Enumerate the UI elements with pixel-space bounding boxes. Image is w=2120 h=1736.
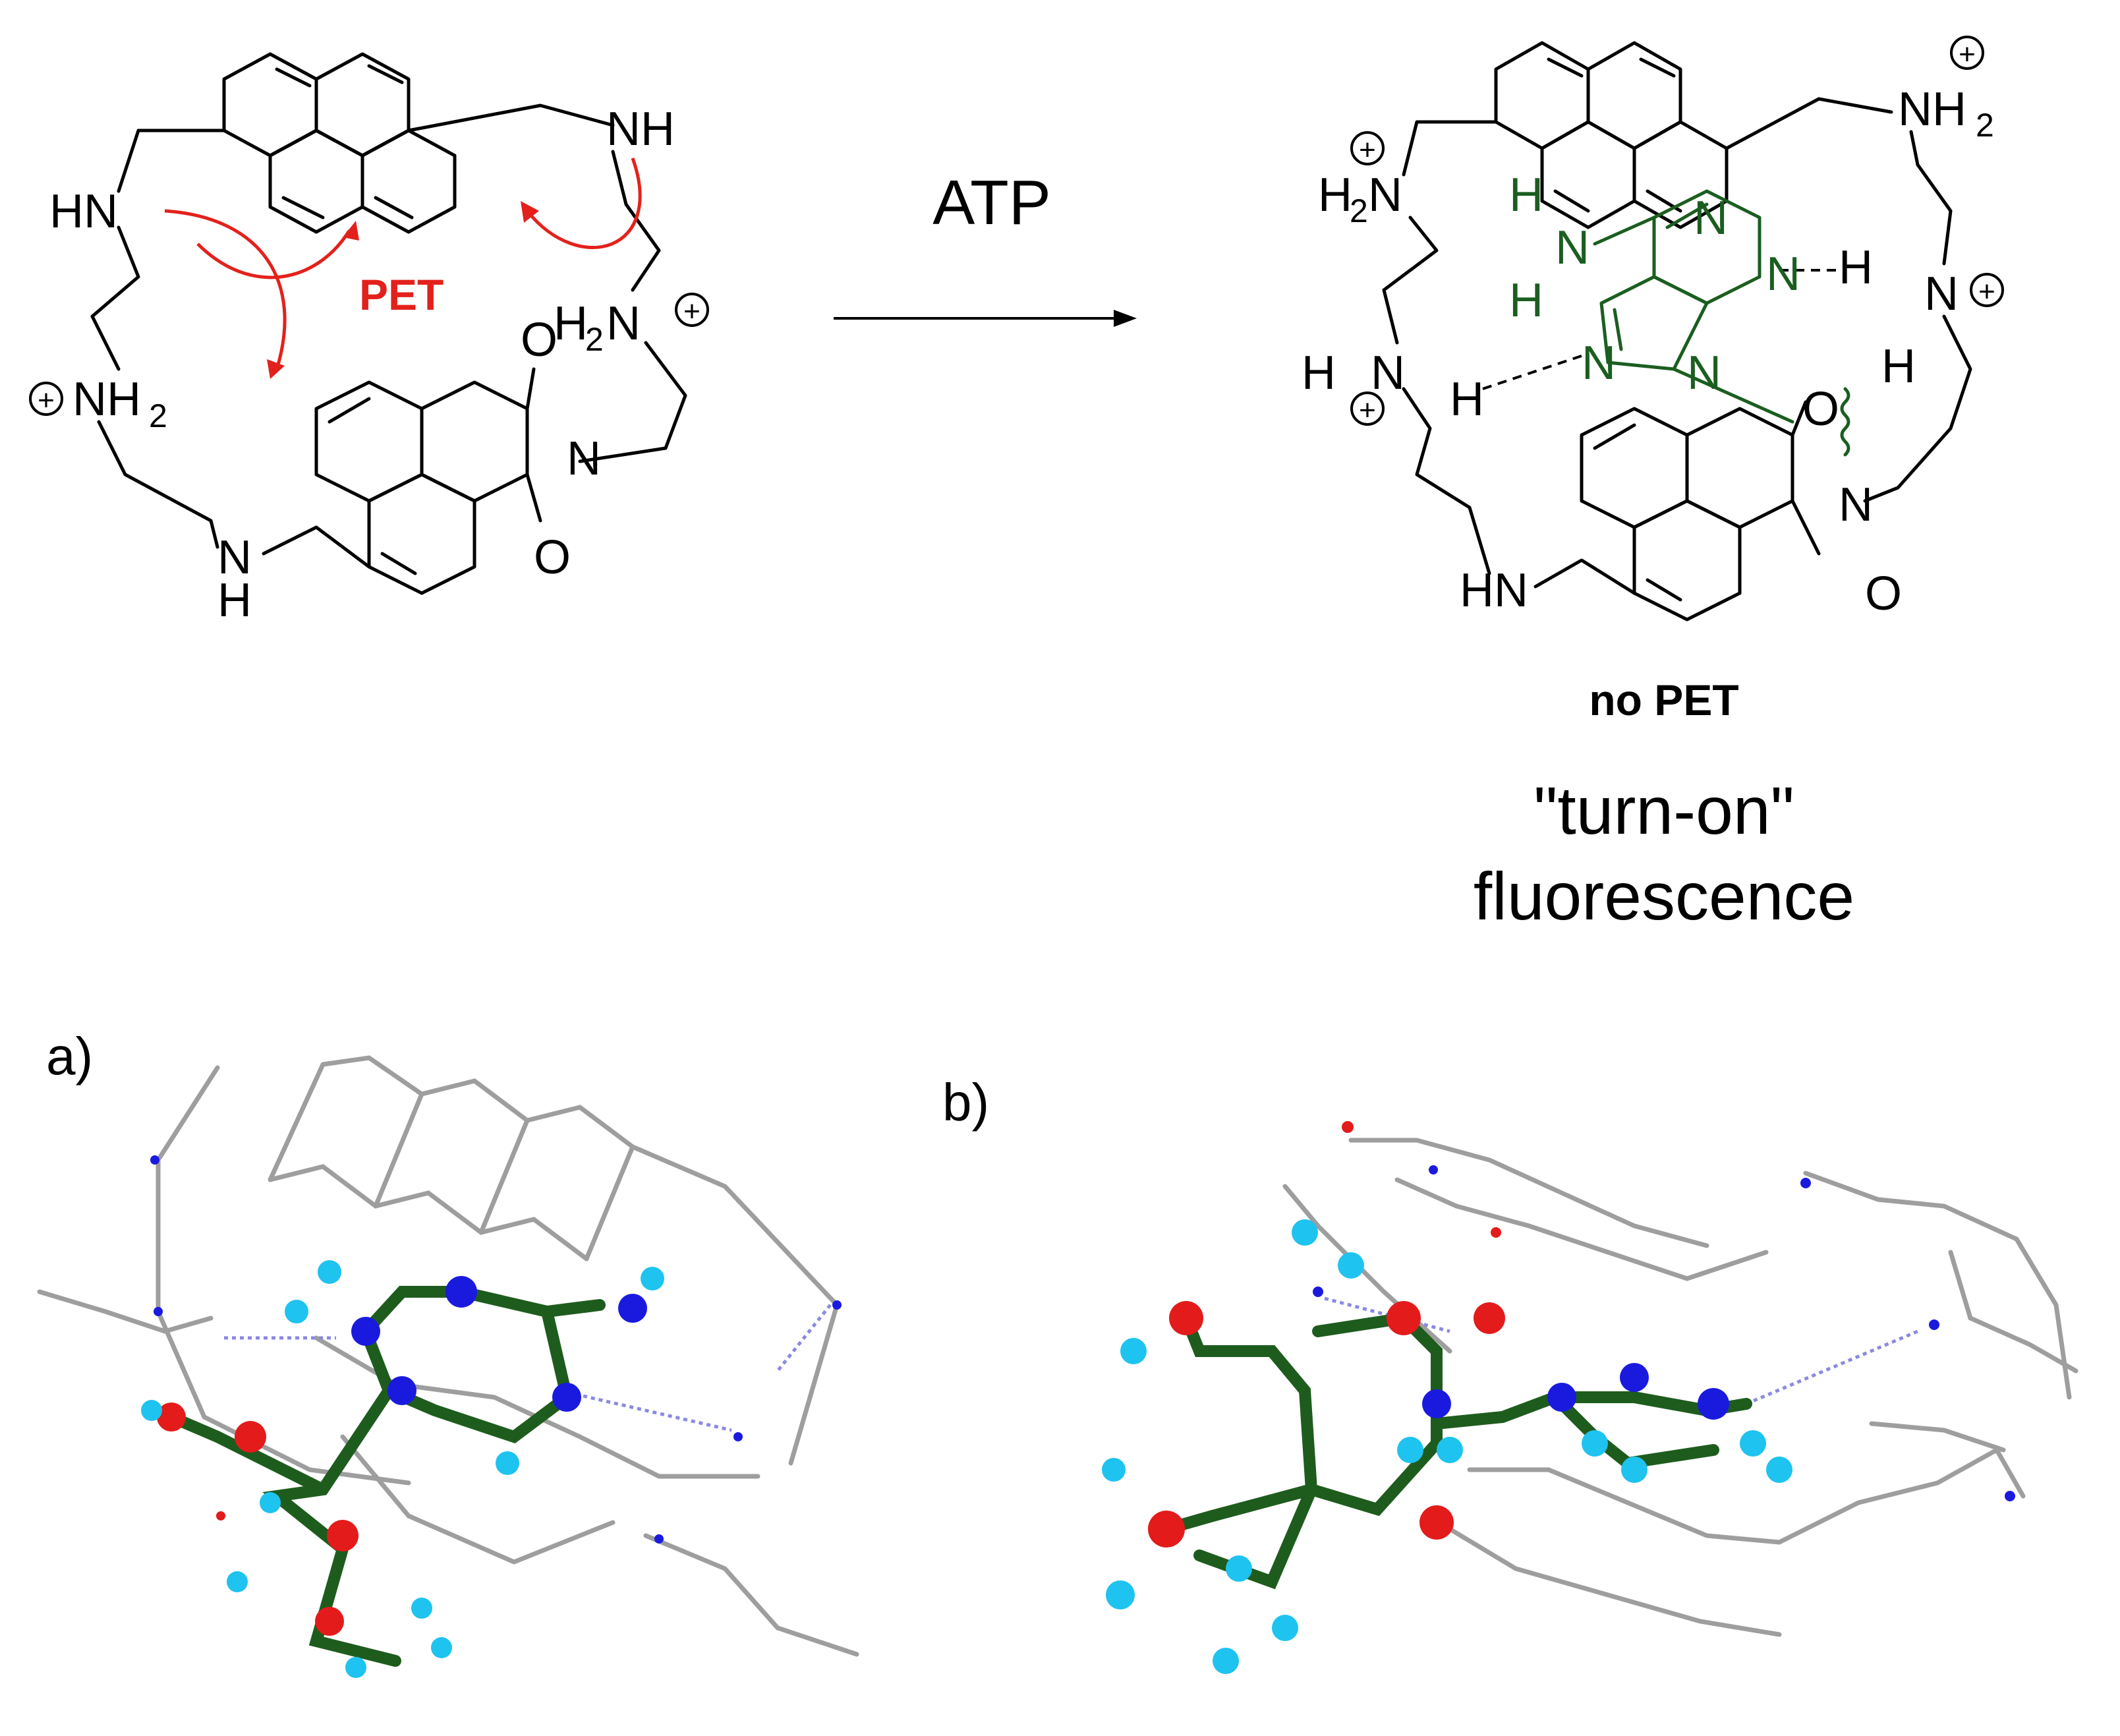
bond-chain bbox=[611, 150, 661, 292]
svg-text:+: + bbox=[38, 384, 55, 417]
adenine-h1: H bbox=[1509, 169, 1543, 221]
svg-text:H: H bbox=[554, 297, 588, 350]
svg-text:H: H bbox=[1839, 241, 1873, 294]
no-pet-label: no PET bbox=[1589, 676, 1738, 724]
turn-on-line1: "turn-on" bbox=[1533, 773, 1794, 848]
label-o-bottom-right: O bbox=[1865, 567, 1902, 620]
naphthalimide-left bbox=[262, 367, 542, 595]
svg-text:H: H bbox=[1318, 169, 1352, 221]
free-receptor-structure: HN NH + NH 2 H 2 N + O N O N H PET bbox=[29, 52, 709, 627]
adenine-n9: N bbox=[1687, 347, 1721, 399]
label-h2n-left: H 2 N + bbox=[554, 293, 709, 358]
svg-text:N: N bbox=[1368, 169, 1402, 221]
label-n-imide: N bbox=[567, 432, 601, 485]
label-nh-bottom-h: H bbox=[217, 574, 252, 627]
panel-a-receptor-wireframe bbox=[37, 1055, 859, 1657]
svg-text:+: + bbox=[1959, 38, 1976, 71]
adenine-n3: N bbox=[1766, 248, 1800, 301]
bond-chain bbox=[90, 225, 140, 371]
naphthalimide-right bbox=[1533, 400, 1821, 622]
svg-text:2: 2 bbox=[585, 321, 604, 358]
label-nh2-left: + NH 2 bbox=[29, 373, 167, 434]
label-n-right: H N + H bbox=[1839, 241, 2004, 393]
svg-text:2: 2 bbox=[149, 397, 167, 434]
label-n-imide-right: N bbox=[1839, 478, 1873, 531]
svg-text:2: 2 bbox=[1976, 107, 1994, 144]
svg-text:H: H bbox=[1881, 340, 1916, 393]
complex-structure: H N H N N N N + H 2 N + NH 2 H N H + H N bbox=[1302, 36, 2004, 934]
svg-text:H: H bbox=[1450, 373, 1484, 426]
pet-arrow-1 bbox=[164, 209, 287, 370]
svg-text:N: N bbox=[606, 297, 641, 350]
svg-text:NH: NH bbox=[72, 373, 141, 426]
bond-chain bbox=[117, 129, 226, 193]
turn-on-line2: fluorescence bbox=[1474, 859, 1854, 934]
panel-a-3d-model: a) bbox=[37, 1027, 859, 1678]
bond-chain bbox=[407, 103, 615, 132]
svg-text:N: N bbox=[1924, 268, 1959, 320]
label-nh: NH bbox=[606, 103, 675, 156]
bond-chain bbox=[97, 420, 219, 549]
panel-b-label: b) bbox=[942, 1073, 989, 1132]
panel-b-atp-ball-stick bbox=[1102, 1219, 1792, 1674]
pyrene-left bbox=[222, 52, 457, 234]
label-o-top: O bbox=[521, 314, 558, 366]
label-nh2-right: + NH 2 bbox=[1898, 36, 1994, 144]
svg-text:+: + bbox=[1359, 134, 1376, 166]
svg-text:+: + bbox=[1978, 275, 1995, 308]
label-hn-bottom-right: HN bbox=[1460, 564, 1528, 617]
label-h-n-h-left: H N H + bbox=[1302, 347, 1484, 426]
bond-chain bbox=[578, 341, 687, 463]
panel-b-receptor-wireframe bbox=[1282, 1121, 2078, 1637]
svg-text:N: N bbox=[1371, 347, 1405, 399]
pet-arrow-3 bbox=[526, 158, 642, 250]
pet-arrow-2 bbox=[196, 229, 351, 279]
panel-a-atp-ball-stick bbox=[141, 1260, 664, 1678]
label-hn: HN bbox=[49, 185, 118, 238]
svg-text:NH: NH bbox=[1898, 83, 1966, 136]
svg-text:+: + bbox=[1359, 394, 1376, 426]
adenine-bound bbox=[1593, 189, 1850, 457]
svg-text:2: 2 bbox=[1350, 192, 1368, 229]
svg-text:H: H bbox=[1302, 347, 1336, 399]
adenine-n-amine: N bbox=[1555, 221, 1590, 274]
label-o-bottom: O bbox=[534, 531, 571, 584]
adenine-n7: N bbox=[1582, 337, 1616, 390]
pet-label: PET bbox=[359, 270, 444, 319]
adenine-n1: N bbox=[1694, 192, 1728, 245]
reaction-arrow: ATP bbox=[834, 167, 1137, 327]
svg-text:+: + bbox=[683, 295, 701, 328]
arrow-label: ATP bbox=[932, 167, 1051, 238]
panel-a-label: a) bbox=[46, 1027, 93, 1085]
label-o-top-right: O bbox=[1802, 383, 1839, 436]
label-nh-bottom-n: N bbox=[217, 531, 252, 584]
label-h2n-right-left: + H 2 N bbox=[1318, 131, 1402, 229]
adenine-h2: H bbox=[1509, 274, 1543, 327]
panel-b-3d-model: b) bbox=[942, 1073, 2078, 1674]
